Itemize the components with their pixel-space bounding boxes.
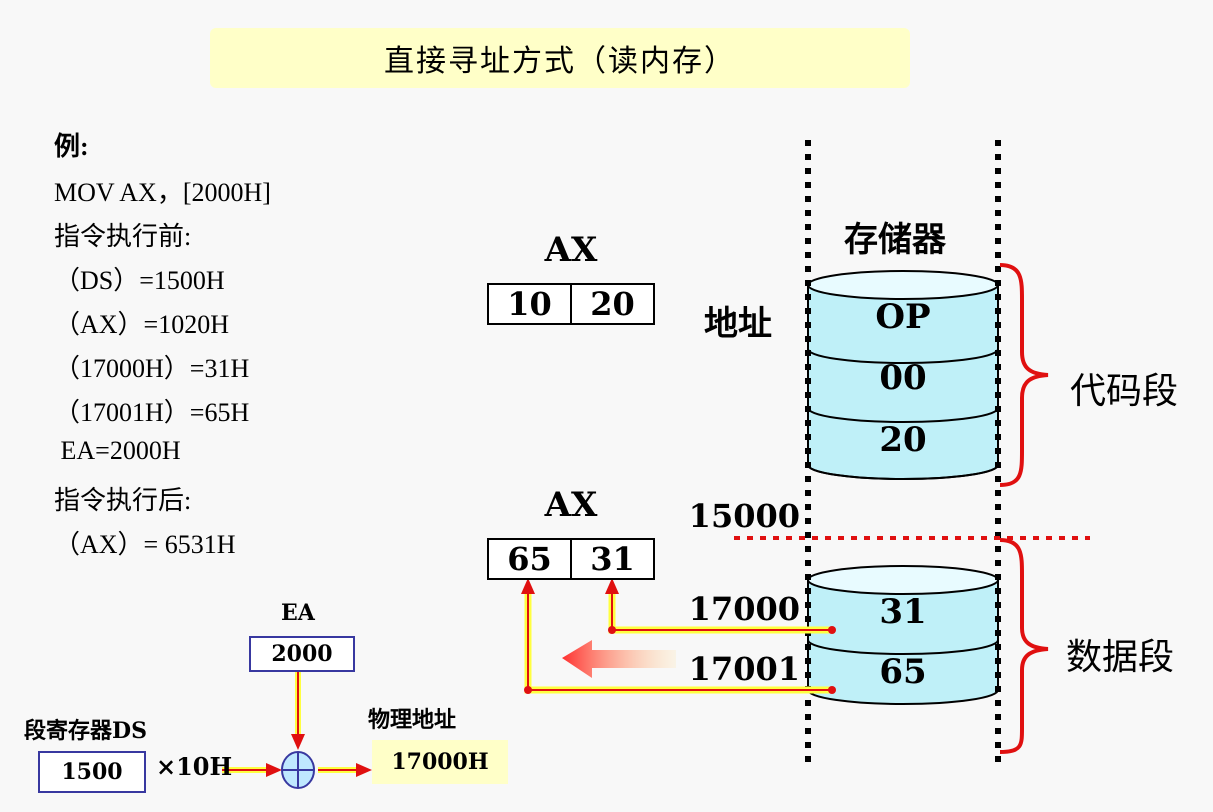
direction-arrow	[562, 640, 676, 678]
example-line-5: （17000H）=31H	[54, 354, 250, 383]
code-segment-label: 代码段	[1070, 371, 1179, 412]
ds-value-box: 1500	[38, 751, 146, 793]
memory-title: 存储器	[844, 220, 946, 260]
example-line-4: （AX）=1020H	[54, 310, 229, 339]
ds-value: 1500	[61, 759, 123, 785]
memory-cell-00: 00	[879, 358, 927, 398]
example-line-6: （17001H）=65H	[54, 398, 250, 427]
example-line-3: （DS）=1500H	[54, 266, 225, 295]
calc-arrows	[222, 668, 372, 777]
title-text: 直接寻址方式（读内存）	[384, 44, 736, 79]
ax-before-high: 10	[507, 285, 552, 323]
multiplier-label: ×10H	[156, 752, 233, 781]
example-line-2: 指令执行前:	[54, 222, 192, 251]
physical-address-value: 17000H	[391, 749, 489, 775]
address-15000: 15000	[688, 497, 800, 535]
example-line-7: EA=2000H	[54, 436, 181, 465]
ax-after-high: 65	[507, 540, 552, 578]
example-line-9: （AX）= 6531H	[54, 530, 236, 559]
data-segment-label: 数据段	[1066, 637, 1175, 678]
ds-label: 段寄存器DS	[24, 718, 147, 744]
ea-value: 2000	[271, 641, 333, 667]
flow-arrow-17000	[605, 578, 836, 634]
ax-before-register: 10 20	[487, 283, 655, 325]
code-segment-cylinder	[807, 270, 999, 480]
example-heading: 例:	[54, 132, 89, 161]
ax-after-low: 31	[570, 540, 653, 578]
flow-arrow-17001	[521, 578, 836, 694]
address-label: 地址	[704, 304, 772, 344]
adder-icon	[281, 751, 315, 789]
data-segment-brace	[999, 538, 1049, 754]
data-segment-cylinder	[807, 565, 999, 705]
address-17000: 17000	[688, 590, 800, 628]
ax-before-low: 20	[570, 285, 653, 323]
ea-value-box: 2000	[249, 636, 355, 672]
memory-cell-31: 31	[879, 592, 927, 632]
memory-cell-20: 20	[879, 420, 927, 460]
address-17001: 17001	[688, 650, 800, 688]
physical-address-label: 物理地址	[368, 707, 457, 733]
code-segment-brace	[999, 263, 1049, 487]
memory-cell-65: 65	[879, 652, 927, 692]
ax-after-label: AX	[544, 485, 598, 525]
physical-address-box: 17000H	[372, 740, 508, 784]
example-line-8: 指令执行后:	[54, 486, 192, 515]
ax-after-register: 65 31	[487, 538, 655, 580]
ea-label: EA	[281, 600, 315, 626]
ax-before-label: AX	[544, 230, 598, 270]
page-title: 直接寻址方式（读内存）	[210, 28, 910, 88]
memory-cell-op: OP	[875, 297, 931, 337]
example-line-1: MOV AX，[2000H]	[54, 178, 271, 207]
